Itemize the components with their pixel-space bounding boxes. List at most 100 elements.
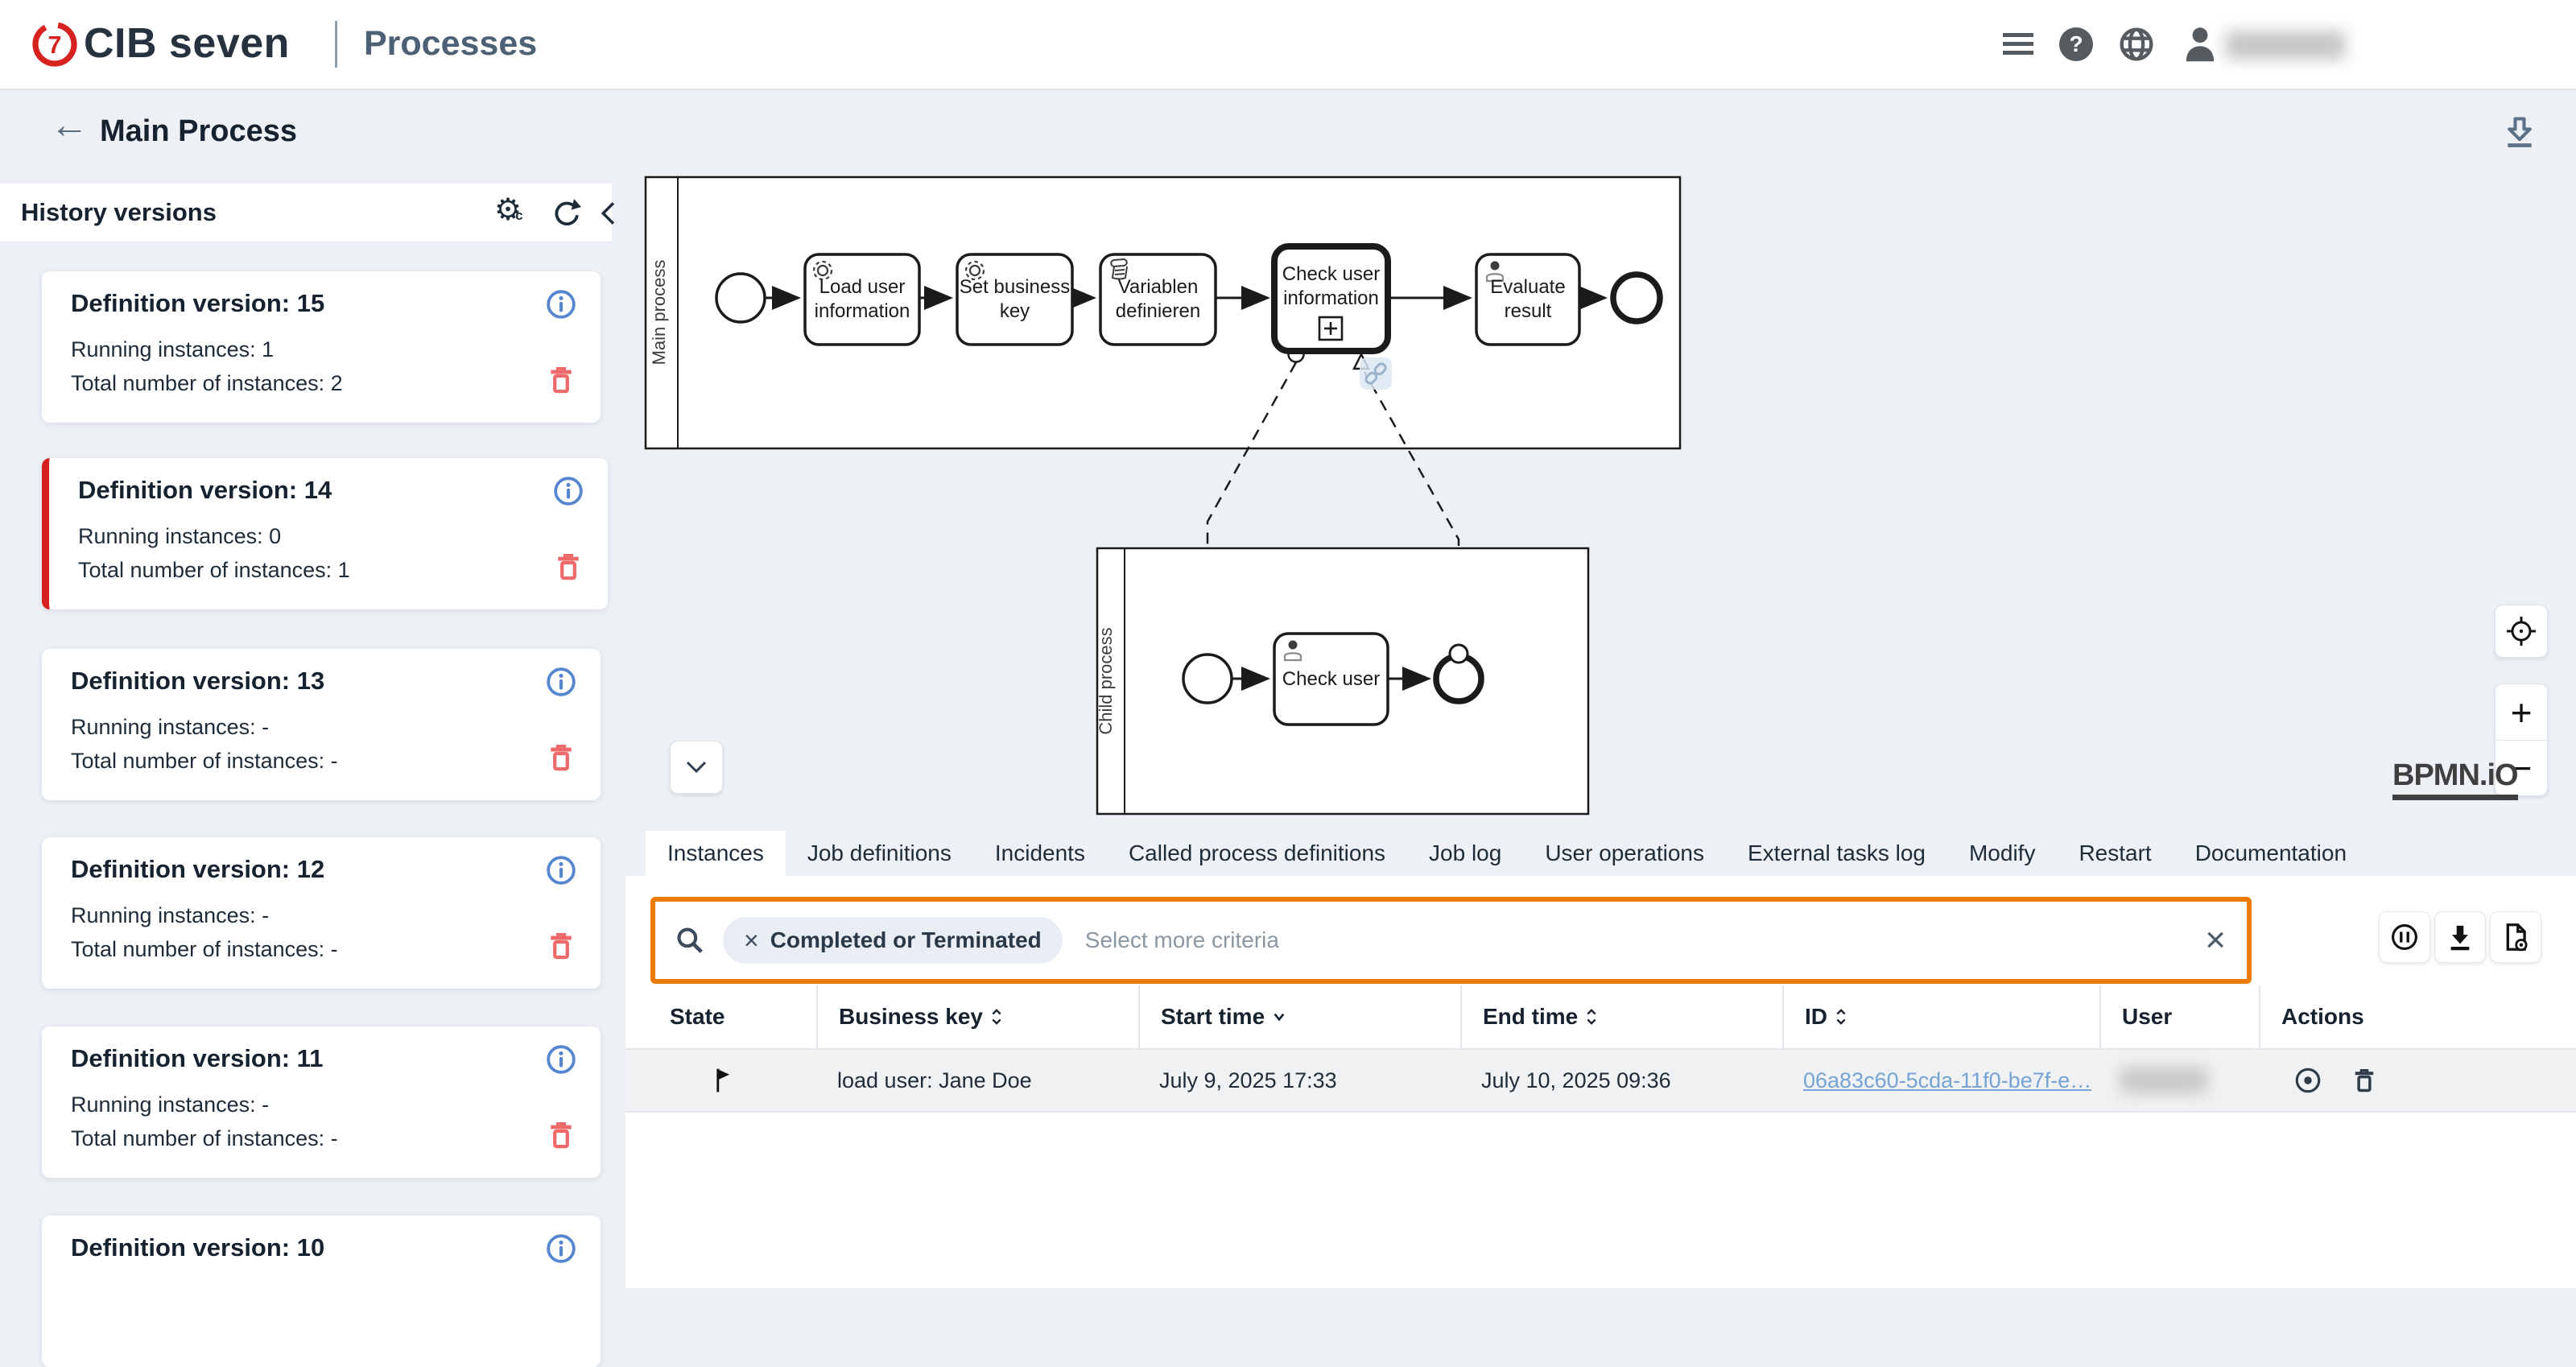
col-label: End time (1483, 1004, 1579, 1029)
download-results-button[interactable] (2434, 911, 2486, 963)
user-icon (1283, 640, 1302, 662)
link-overlay-icon[interactable] (1360, 357, 1392, 390)
service-task-load-user[interactable] (803, 253, 921, 346)
help-glyph: ? (2069, 31, 2083, 56)
download-icon (2450, 925, 2470, 951)
user-avatar-icon[interactable] (2183, 24, 2217, 63)
view-instance-icon[interactable] (2294, 1067, 2322, 1094)
tab-called-process-definitions[interactable]: Called process definitions (1128, 840, 1386, 865)
filter-chip-label: Completed or Terminated (770, 927, 1042, 952)
delete-icon[interactable] (547, 931, 575, 961)
suspend-button[interactable] (2379, 911, 2430, 963)
report-preview-button[interactable] (2490, 911, 2541, 963)
tab-user-operations[interactable]: User operations (1545, 840, 1704, 865)
version-card-13[interactable]: Definition version: 13 Running instances… (42, 649, 601, 800)
col-business-key[interactable]: Business key (816, 985, 1138, 1048)
help-icon[interactable]: ? (2059, 27, 2093, 61)
back-button[interactable]: ← (50, 104, 89, 147)
delete-icon[interactable] (547, 365, 575, 395)
globe-icon[interactable] (2119, 27, 2154, 62)
version-title: Definition version: 14 (78, 476, 332, 504)
script-icon (1110, 258, 1128, 280)
bpmn-canvas[interactable]: Main process (644, 176, 1690, 831)
instance-id-link[interactable]: 06a83c60-5cda-11f0-be7f-e… (1803, 1068, 2092, 1092)
info-icon[interactable] (546, 1233, 576, 1264)
tab-external-tasks-log[interactable]: External tasks log (1747, 840, 1926, 865)
tab-instances[interactable]: Instances (646, 831, 786, 876)
user-name-redacted (2225, 31, 2346, 60)
script-task-variablen[interactable] (1099, 253, 1217, 346)
col-end-time[interactable]: End time (1460, 985, 1782, 1048)
running-instances: Running instances: - (71, 903, 270, 927)
collapse-sidebar-icon[interactable] (597, 201, 618, 225)
total-instances: Total number of instances: - (71, 749, 338, 773)
user-cell (2099, 1050, 2259, 1111)
info-icon[interactable] (546, 855, 576, 886)
tab-restart[interactable]: Restart (2079, 840, 2152, 865)
col-label: ID (1805, 1004, 1827, 1029)
tab-incidents[interactable]: Incidents (994, 840, 1085, 865)
app-header: 7 CIB seven Processes ? (0, 0, 2576, 90)
col-state[interactable]: State (650, 985, 816, 1048)
version-card-14[interactable]: Definition version: 14 Running instances… (42, 458, 608, 609)
bpmn-io-watermark[interactable]: BPMN.iO (2392, 758, 2519, 800)
version-card-15[interactable]: Definition version: 15 Running instances… (42, 271, 601, 423)
gear-icon (812, 260, 833, 281)
completed-flag-icon (716, 1068, 730, 1092)
sort-both-icon[interactable] (991, 1007, 1002, 1026)
end-event[interactable] (1610, 271, 1663, 324)
version-card-10[interactable]: Definition version: 10 (42, 1216, 601, 1367)
col-user[interactable]: User (2099, 985, 2259, 1048)
tab-job-log[interactable]: Job log (1429, 840, 1502, 865)
pause-circle-icon (2392, 924, 2417, 950)
info-icon[interactable] (546, 289, 576, 320)
sort-desc-icon[interactable] (1273, 1012, 1286, 1022)
zoom-in-button[interactable]: + (2496, 685, 2547, 741)
total-instances: Total number of instances: - (71, 1126, 338, 1150)
delete-icon[interactable] (555, 551, 582, 582)
instance-row[interactable]: load user: Jane Doe July 9, 2025 17:33 J… (625, 1048, 2576, 1113)
sort-both-icon[interactable] (1586, 1007, 1597, 1026)
zoom-out-button[interactable]: − (2510, 746, 2533, 789)
col-label: Business key (839, 1004, 983, 1029)
delete-icon[interactable] (547, 742, 575, 773)
chevron-down-icon (686, 761, 707, 774)
criteria-input[interactable] (1083, 927, 2206, 954)
col-id[interactable]: ID (1782, 985, 2099, 1048)
info-icon[interactable] (546, 1044, 576, 1075)
tab-modify[interactable]: Modify (1968, 840, 2036, 865)
filter-chip-completed-or-terminated[interactable]: × Completed or Terminated (723, 917, 1063, 964)
sort-both-icon[interactable] (1835, 1007, 1847, 1026)
hamburger-menu-icon[interactable] (2003, 32, 2035, 56)
total-instances: Total number of instances: 2 (71, 371, 343, 395)
delete-icon[interactable] (547, 1120, 575, 1150)
info-icon[interactable] (546, 667, 576, 697)
clear-filters-icon[interactable]: × (2205, 920, 2226, 960)
instance-filter-bar[interactable]: × Completed or Terminated × (650, 897, 2252, 984)
col-label: Start time (1161, 1004, 1265, 1029)
child-start-event[interactable] (1182, 653, 1233, 704)
service-task-set-business-key[interactable] (956, 253, 1074, 346)
download-diagram-icon[interactable] (2502, 114, 2537, 150)
business-key-cell: load user: Jane Doe (837, 1068, 1032, 1092)
user-task-check-user[interactable] (1273, 632, 1389, 726)
expand-versions-button[interactable] (670, 741, 723, 794)
cib-logo-icon: 7 (32, 22, 77, 67)
version-card-11[interactable]: Definition version: 11 Running instances… (42, 1026, 601, 1178)
start-event[interactable] (715, 272, 766, 324)
subprocess-marker-icon (1318, 316, 1344, 341)
call-activity-check-user-information[interactable] (1271, 243, 1391, 354)
tab-job-definitions[interactable]: Job definitions (807, 840, 952, 865)
history-settings-icon[interactable]: ⚙c (494, 193, 523, 227)
refresh-icon[interactable] (551, 198, 581, 229)
info-icon[interactable] (553, 476, 584, 506)
total-instances: Total number of instances: - (71, 937, 338, 961)
user-icon (1485, 261, 1505, 283)
reset-zoom-button[interactable] (2495, 605, 2548, 658)
child-lane-label: Child process (1096, 627, 1116, 734)
tab-documentation[interactable]: Documentation (2194, 840, 2347, 865)
remove-chip-icon[interactable]: × (744, 925, 759, 955)
col-start-time[interactable]: Start time (1138, 985, 1460, 1048)
delete-instance-icon[interactable] (2352, 1067, 2376, 1094)
version-card-12[interactable]: Definition version: 12 Running instances… (42, 837, 601, 989)
